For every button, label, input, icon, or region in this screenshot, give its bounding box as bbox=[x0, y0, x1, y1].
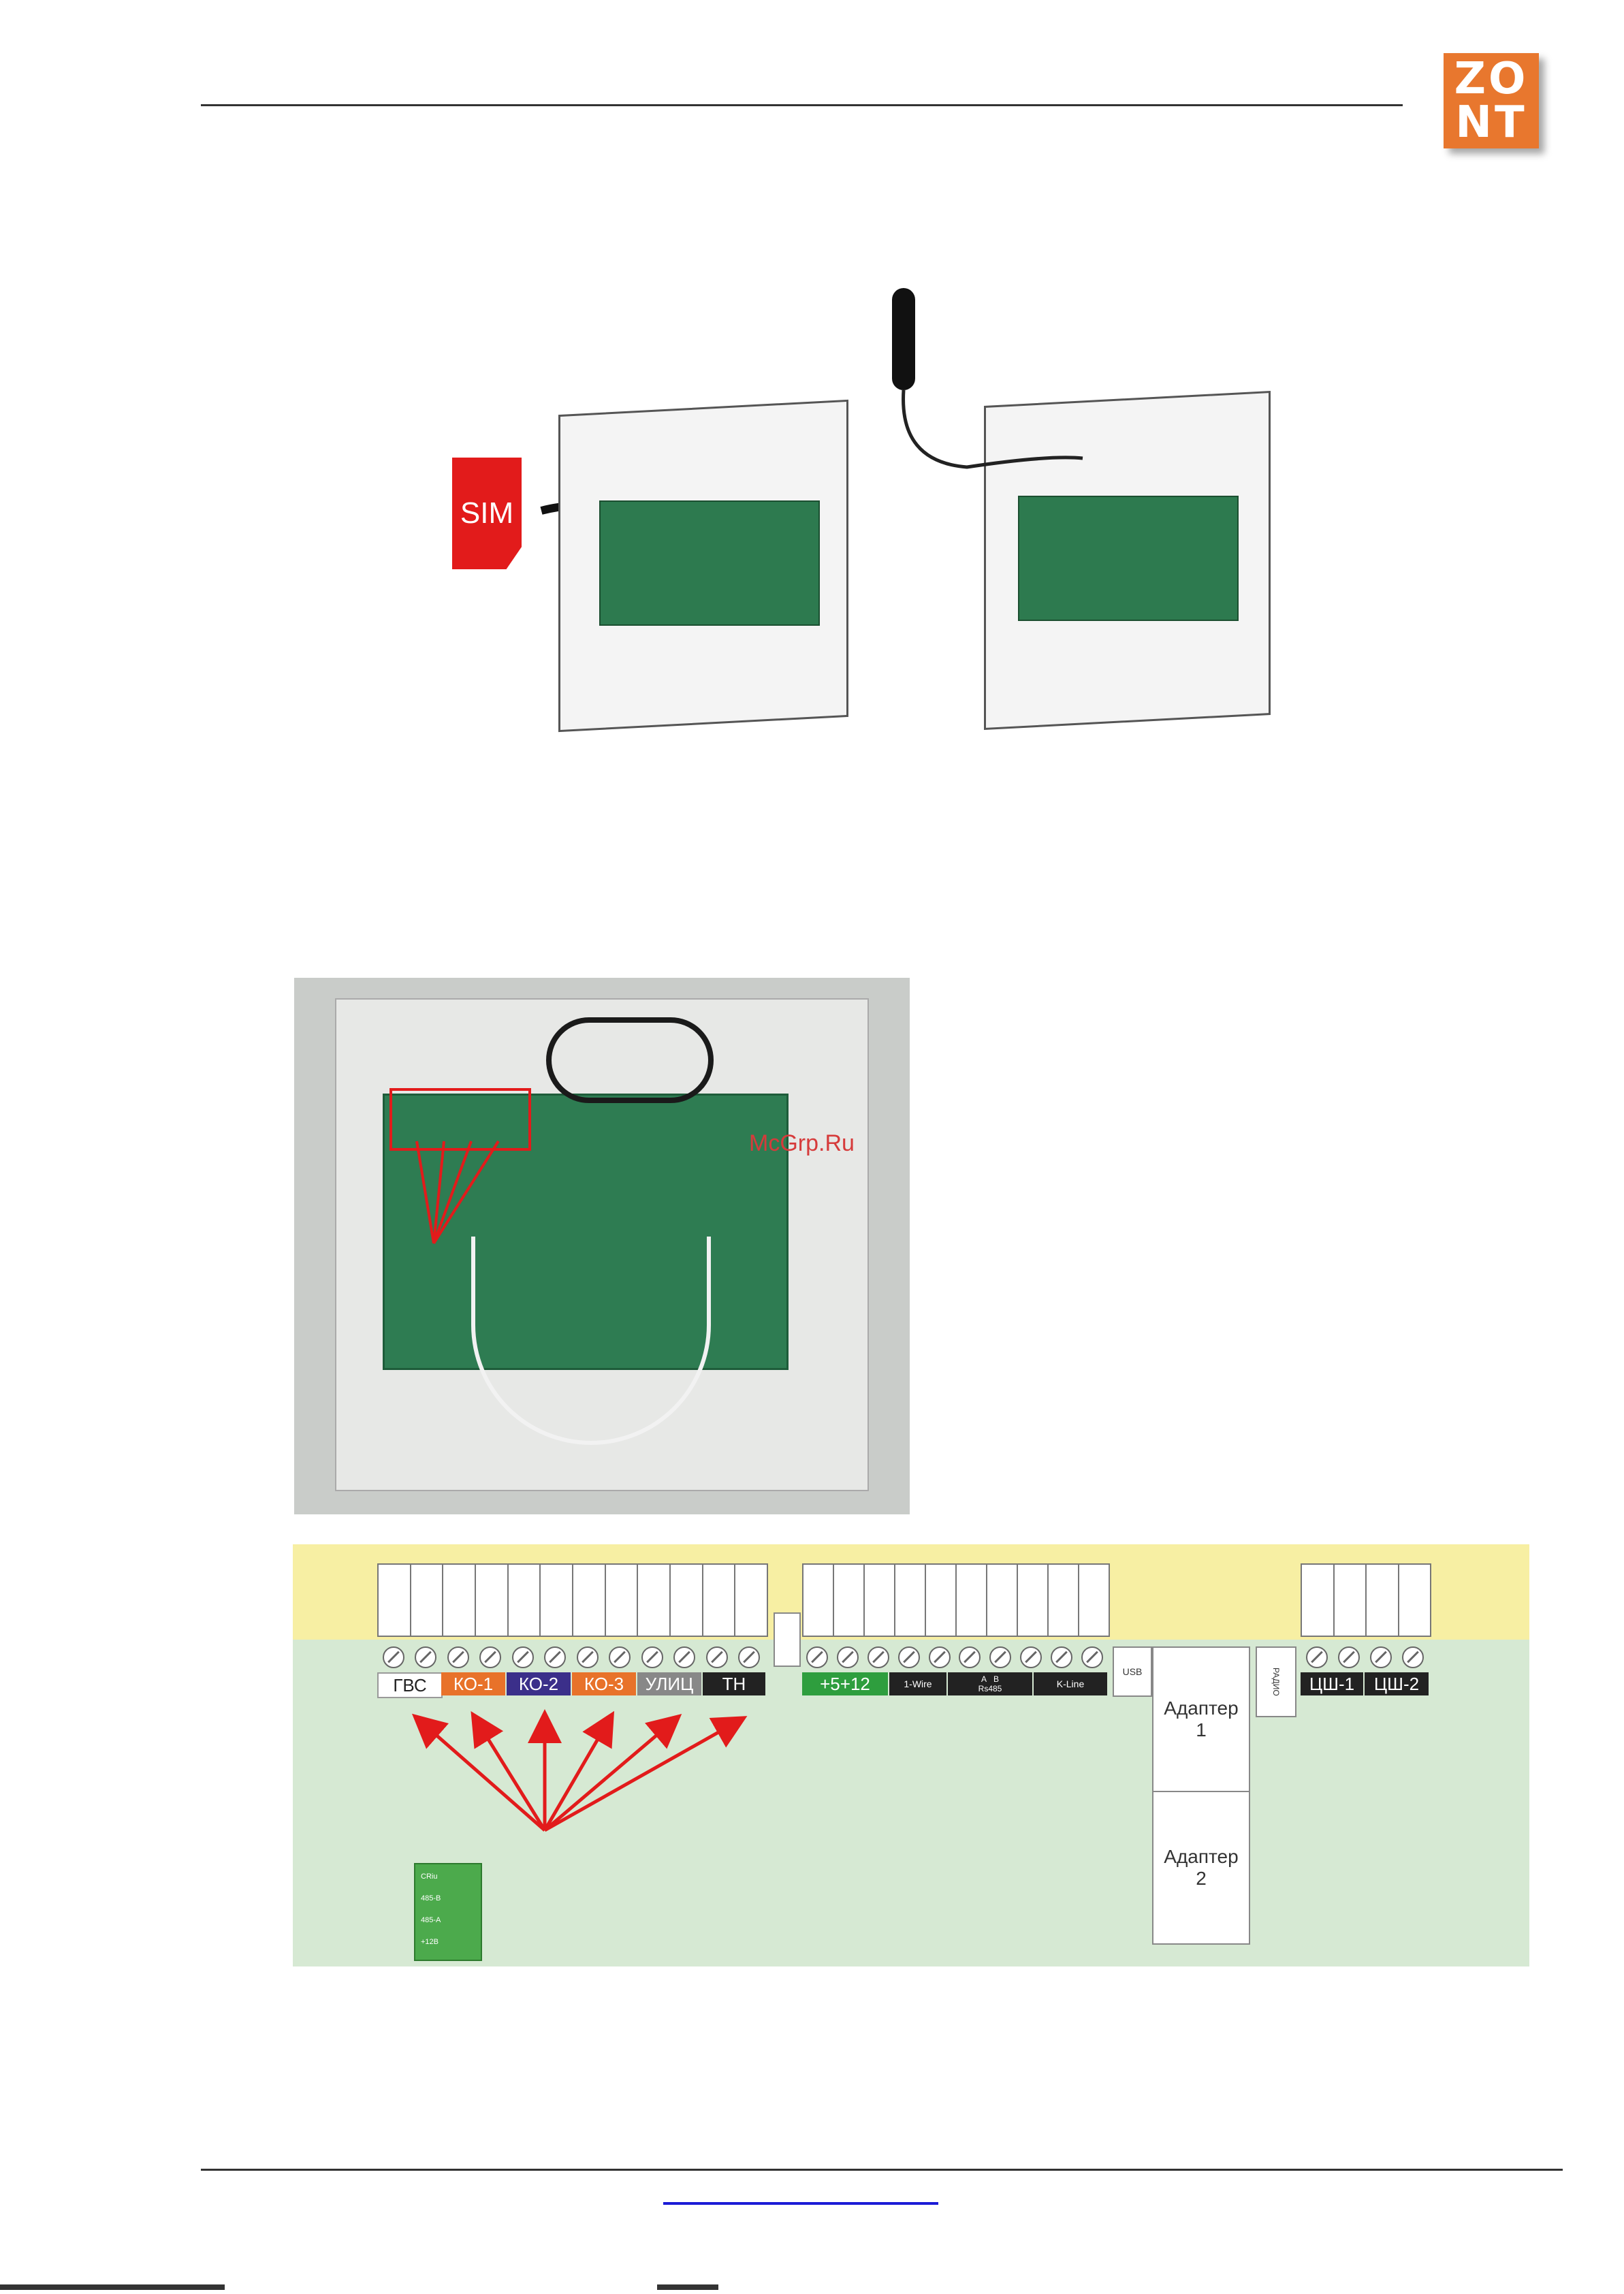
scan-artifact-middle bbox=[657, 2284, 718, 2290]
pcb-left bbox=[599, 500, 820, 626]
terminal-diagram: ГВС КО-1 КО-2 КО-3 УЛИЦ ТН +5+12 1-Wire … bbox=[293, 1544, 1529, 1966]
zont-logo: ZO NT bbox=[1444, 53, 1539, 148]
sim-label: SIM bbox=[460, 496, 513, 530]
footer-rule bbox=[201, 2169, 1563, 2171]
photo-black-antenna bbox=[546, 1017, 714, 1103]
sensor-module-row: 485-B bbox=[421, 1894, 441, 1902]
sensor-module-row: +12B bbox=[421, 1938, 439, 1946]
sim-card-icon: SIM bbox=[452, 458, 522, 569]
pcb-right bbox=[1018, 496, 1239, 621]
logo-line-1: ZO bbox=[1444, 57, 1539, 101]
controller-photo: McGrp.Ru bbox=[294, 978, 910, 1514]
sensor-module-row: 485-A bbox=[421, 1916, 441, 1924]
photo-watermark: McGrp.Ru bbox=[749, 1130, 855, 1157]
scan-artifact-left bbox=[0, 2284, 225, 2290]
header-rule bbox=[201, 104, 1403, 106]
gsm-antenna-icon bbox=[885, 285, 1103, 482]
sensor-module-row: CRiu bbox=[421, 1873, 437, 1881]
footer-link[interactable] bbox=[663, 2202, 938, 2205]
logo-line-2: NT bbox=[1444, 101, 1539, 144]
sensor-module: CRiu 485-B 485-A +12B bbox=[414, 1863, 482, 1961]
